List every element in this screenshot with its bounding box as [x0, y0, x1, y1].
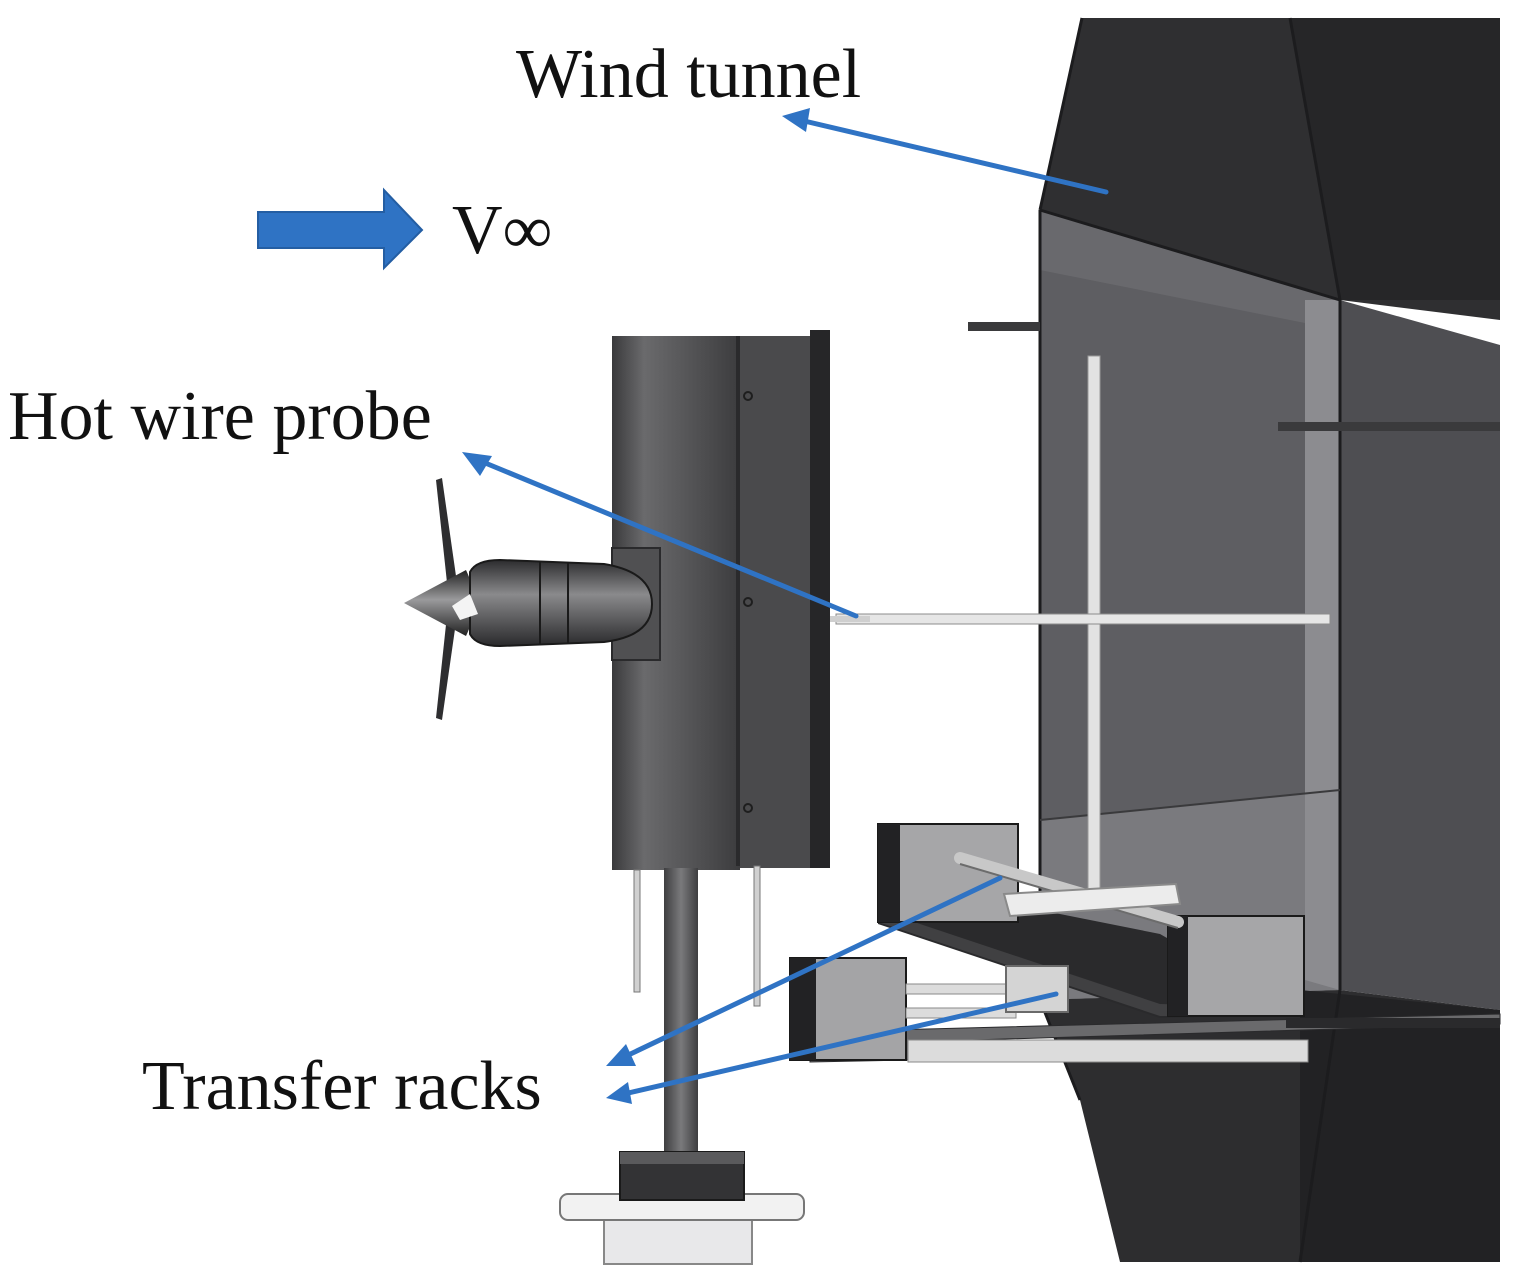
free-stream-arrow-icon [257, 187, 424, 271]
rack-leader-line-upper [619, 875, 1003, 1061]
rack-block-left-side [878, 824, 900, 922]
propeller-blade-upper [436, 478, 458, 592]
wind-tunnel-body [1038, 17, 1500, 1263]
hot-wire-probe-label: Hot wire probe [8, 378, 432, 455]
tunnel-side-rod [968, 322, 1040, 331]
pylon-rim [736, 336, 740, 866]
pylon-side [740, 336, 810, 868]
hot-wire-probe-tip [830, 616, 870, 622]
rack-lower-beam-light [907, 1039, 1309, 1063]
tunnel-bottom-shade [1300, 990, 1500, 1262]
pylon-screw [743, 391, 753, 401]
rack-block-right [1167, 915, 1305, 1017]
base-collar-top [620, 1152, 744, 1164]
tunnel-side-rod [1278, 422, 1500, 431]
rack-lower-rail [1286, 1018, 1500, 1028]
arrowhead-icon [606, 1044, 636, 1066]
nacelle-cutout [452, 594, 478, 620]
arrowhead-icon [606, 1082, 632, 1104]
nacelle [469, 558, 654, 648]
tunnel-right-edge [1305, 300, 1340, 990]
pylon-screw [743, 597, 753, 607]
rack-carriage [1002, 882, 1182, 918]
support-leg [753, 865, 761, 1007]
tunnel-edge-line [1298, 989, 1342, 1263]
wind-tunnel-label: Wind tunnel [516, 36, 862, 113]
hot-wire-probe-rod [835, 613, 1331, 625]
support-base [559, 1151, 805, 1265]
transfer-rack-upper [877, 823, 1305, 1018]
support-post [664, 868, 698, 1168]
transfer-racks-label: Transfer racks [142, 1048, 542, 1125]
transfer-rack-lower [789, 957, 1501, 1063]
propeller-model [404, 478, 654, 720]
arrowhead-icon [782, 108, 810, 132]
free-stream-velocity-label: V∞ [452, 192, 553, 269]
arrowhead-icon [462, 452, 492, 476]
wind-tunnel-leader-line [797, 117, 1109, 195]
support-leg [633, 869, 641, 993]
tunnel-top-shade [1290, 18, 1500, 300]
tunnel-edge-line [1288, 17, 1342, 301]
tunnel-edge-line [1039, 208, 1341, 302]
rack-leader-line-lower [621, 991, 1059, 1097]
spinner [404, 570, 474, 636]
tunnel-right-wall [1340, 300, 1500, 1010]
traverse-vertical-rod [1087, 355, 1101, 897]
rack-block-right-side [1168, 916, 1188, 1016]
hot-wire-leader-line [475, 457, 859, 619]
rack-lower-rod [905, 983, 1017, 995]
tunnel-inner-upper [1040, 210, 1340, 330]
pylon-screw [743, 803, 753, 813]
propeller-blade-lower [436, 606, 458, 720]
